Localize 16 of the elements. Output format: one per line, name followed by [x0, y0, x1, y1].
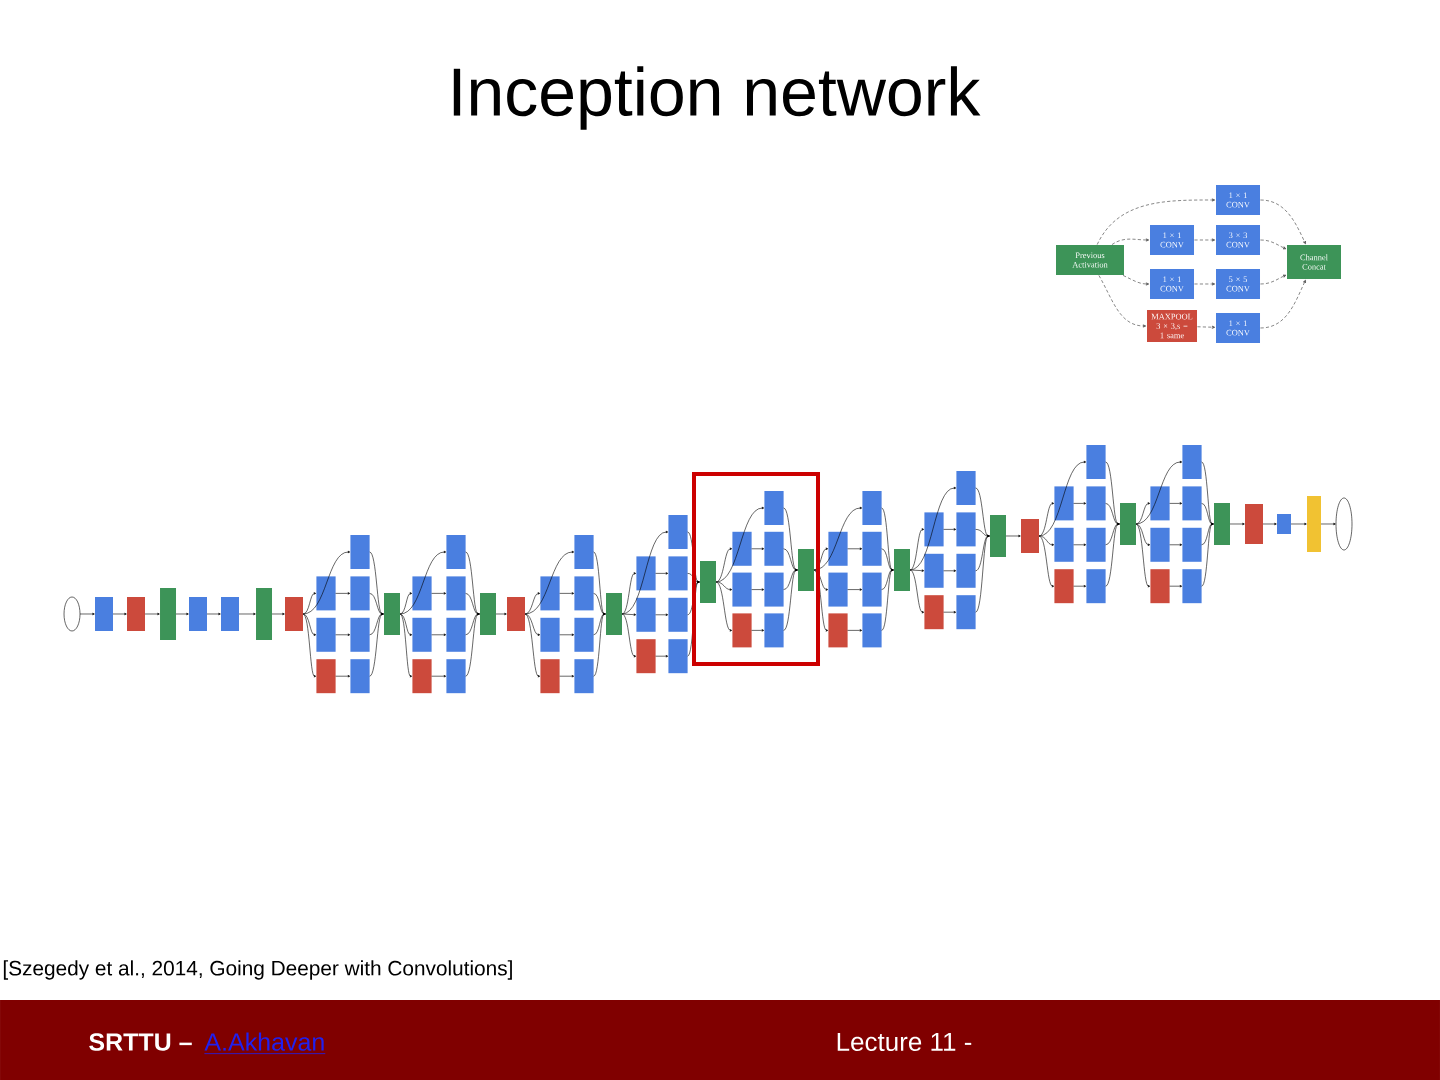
arrow	[1098, 275, 1147, 328]
arrow	[1260, 199, 1306, 245]
arrow	[1260, 239, 1287, 250]
arrow	[1194, 282, 1216, 286]
arrow	[1260, 279, 1306, 329]
arrow	[1111, 238, 1150, 245]
title: Inception network	[453, 66, 981, 130]
arrow	[1197, 325, 1216, 329]
footer-text: SRTTU –	[89, 1033, 192, 1051]
link: A.Akhavan	[204, 1032, 326, 1055]
arrow	[1260, 274, 1287, 285]
footer-text: Lecture 11 -	[837, 1032, 972, 1052]
arrow	[1194, 238, 1216, 242]
citation: [Szegedy et al., 2014, Going Deeper with Convolutions]	[3, 960, 512, 980]
arrow	[1096, 198, 1216, 245]
arrow	[1122, 275, 1150, 286]
